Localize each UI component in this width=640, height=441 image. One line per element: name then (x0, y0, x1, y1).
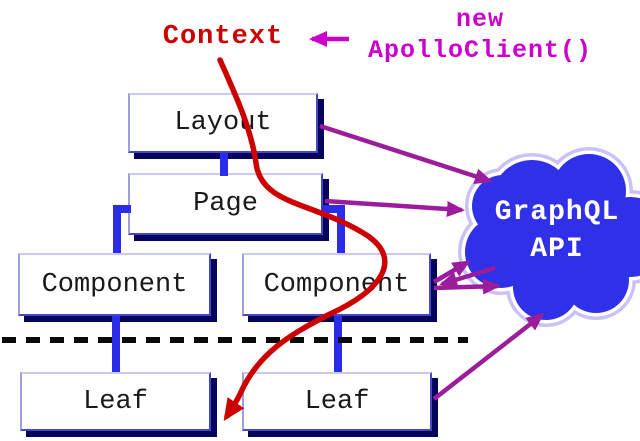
apollo-client-label-line1: new (455, 5, 504, 34)
graphql-api-label: GraphQL API (482, 194, 632, 268)
node-component-left: Component (18, 253, 211, 316)
arrow-leaf-right-to-graphql (432, 313, 545, 401)
node-component-right: Component (242, 253, 431, 316)
graphql-api-label-line1: GraphQL (494, 197, 620, 228)
node-leaf-right-label: Leaf (304, 386, 370, 417)
arrow-component-right-to-graphql-upper (432, 260, 471, 284)
apollo-client-label-line2: ApolloClient() (367, 36, 593, 65)
node-leaf-left: Leaf (20, 372, 211, 431)
node-page: Page (128, 173, 323, 235)
arrow-graphql-to-component-right (439, 265, 496, 288)
node-leaf-left-label: Leaf (83, 386, 148, 417)
connector-page-component-right (322, 205, 345, 253)
apollo-client-label: new ApolloClient() (356, 4, 604, 66)
context-label: Context (162, 22, 284, 52)
node-layout-label: Layout (174, 108, 272, 138)
arrow-page-to-graphql (324, 198, 465, 217)
node-page-label: Page (193, 189, 258, 219)
arrow-component-right-to-graphql-lower (433, 278, 501, 295)
node-component-right-label: Component (263, 269, 410, 300)
arrow-layout-to-graphql (319, 123, 493, 184)
graphql-api-label-line2: API (530, 234, 584, 265)
node-leaf-right: Leaf (242, 372, 432, 431)
node-component-left-label: Component (41, 269, 188, 300)
node-layout: Layout (128, 93, 318, 153)
